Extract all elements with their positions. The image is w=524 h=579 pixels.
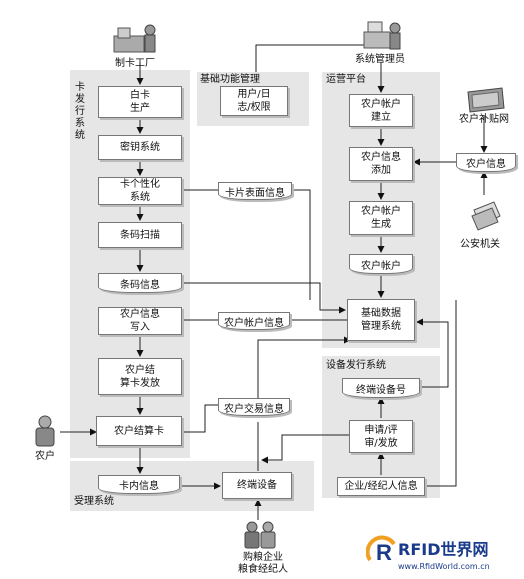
barcode-scan-box: 条码扫描 (98, 222, 182, 248)
terminal-no-doc: 终端设备号 (342, 378, 420, 398)
acct-create-box: 农户帐户 建立 (349, 94, 413, 127)
base-data-box: 基础数据 管理系统 (347, 299, 415, 341)
subsidy-net-label: 农户补贴网 (459, 114, 509, 125)
ent-info-box: 企业/经纪人信息 (337, 477, 425, 496)
sys-admin-icon (363, 21, 401, 50)
settle-issue-box: 农户结 算卡发放 (98, 358, 182, 395)
card-factory-icon (113, 24, 156, 53)
key-system-box: 密钥系统 (98, 135, 182, 160)
sys-admin-label: 系统管理员 (355, 54, 405, 65)
buyer-label: 购粮企业 粮食经纪人 (238, 552, 288, 575)
buyer-icon (244, 521, 276, 549)
acct-doc: 农户帐户 (349, 254, 413, 274)
card-issue-label: 卡发行系统 (75, 82, 85, 141)
blank-card-box: 白卡 生产 (98, 86, 182, 118)
trans-info-doc: 农户交易信息 (218, 398, 290, 416)
watermark-brand: RFID世界网 (398, 540, 489, 559)
accept-label: 受理系统 (74, 496, 114, 507)
card-inner-doc: 卡内信息 (98, 475, 180, 494)
watermark-url: www.RfidWorld.com.cn (398, 562, 490, 571)
device-issue-label: 设备发行系统 (326, 360, 386, 371)
terminal-box: 终端设备 (222, 472, 292, 499)
barcode-info-doc: 条码信息 (98, 273, 182, 293)
card-face-doc: 卡片表面信息 (218, 182, 292, 200)
police-icon (471, 201, 501, 231)
settle-card-box: 农户结算卡 (96, 416, 182, 446)
acct-gen-box: 农户帐户 生成 (349, 201, 413, 235)
write-info-box: 农户信息 写入 (98, 307, 182, 335)
info-add-box: 农户信息 添加 (349, 147, 413, 181)
subsidy-net-icon (467, 87, 505, 113)
user-log-box: 用户/日 志/权限 (220, 86, 288, 116)
ops-platform-label: 运营平台 (326, 74, 366, 85)
svg-text:R: R (376, 540, 392, 565)
card-factory-label: 制卡工厂 (115, 58, 155, 69)
rfidworld-logo-icon: R (366, 535, 396, 565)
personalize-box: 卡个性化 系统 (98, 177, 182, 205)
police-label: 公安机关 (460, 239, 500, 250)
farmer-label: 农户 (35, 451, 55, 462)
farmer-info-doc: 农户信息 (456, 153, 516, 172)
acct-info-doc: 农户帐户信息 (218, 312, 290, 330)
basic-mgmt-label: 基础功能管理 (200, 74, 260, 85)
apply-box: 申请/评 审/发放 (349, 420, 413, 453)
farmer-icon (35, 415, 55, 447)
